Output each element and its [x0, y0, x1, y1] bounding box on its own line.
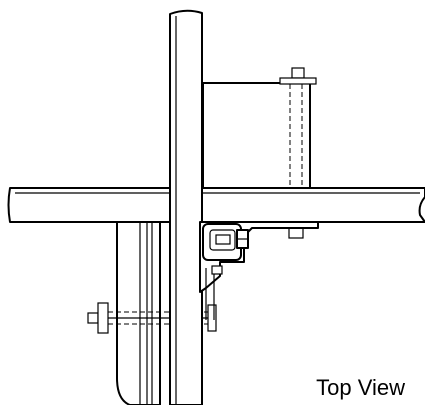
view-label: Top View	[316, 375, 405, 400]
bracket-nut	[211, 229, 249, 275]
horizontal-beam	[7, 187, 425, 223]
vertical-post	[169, 9, 203, 405]
upper-bracket-plate	[202, 82, 311, 190]
lower-axle-bolt	[87, 302, 217, 334]
channel-clip	[202, 223, 242, 261]
roller-wheel	[116, 215, 161, 405]
